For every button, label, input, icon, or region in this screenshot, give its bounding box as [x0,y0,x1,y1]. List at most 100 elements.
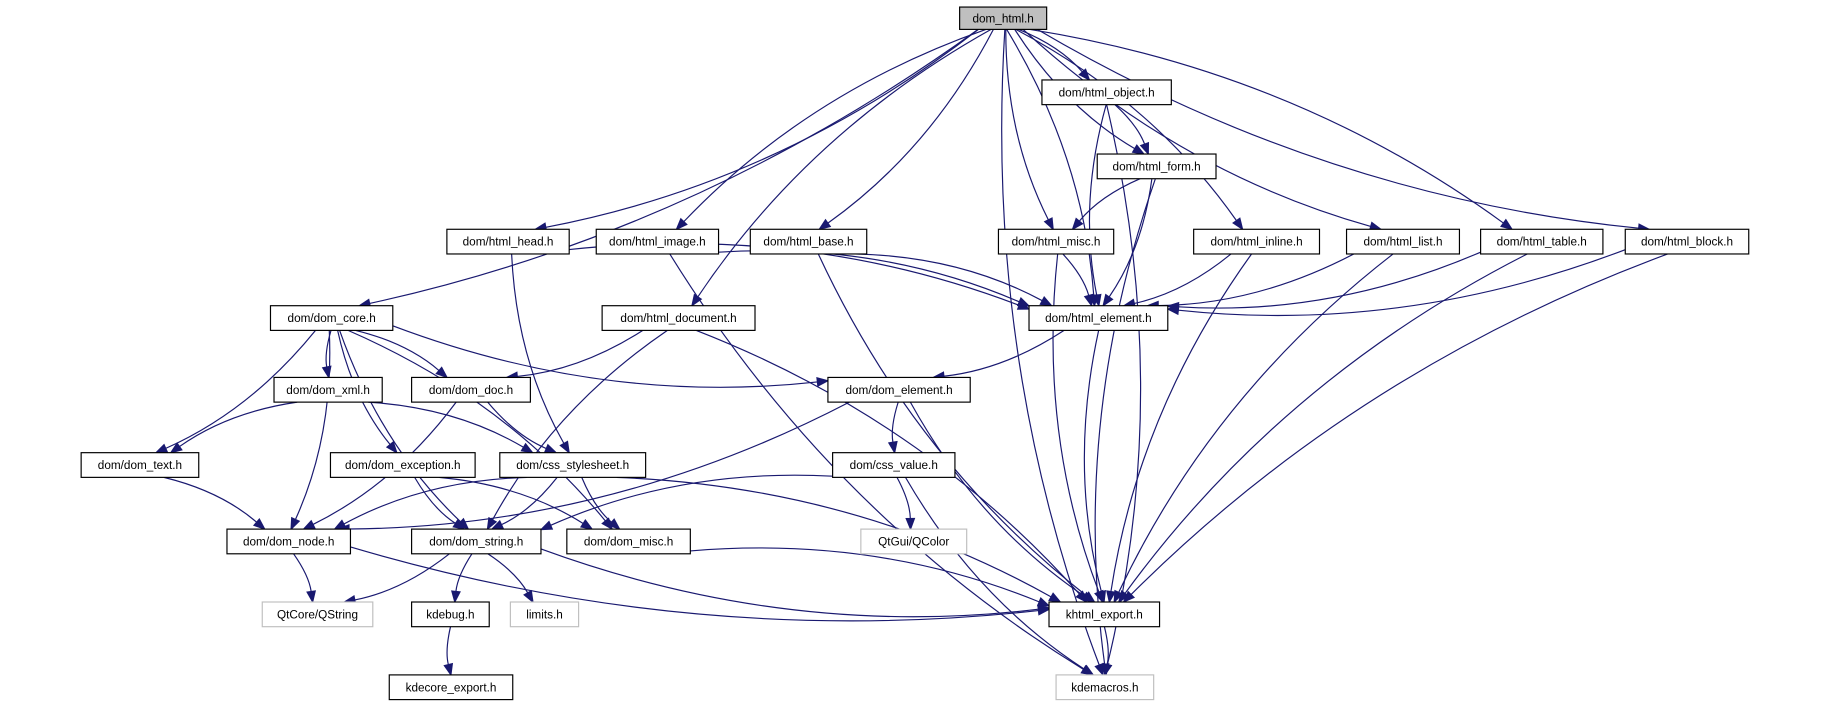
arrowhead-css_value-to-kdemacros [1081,664,1095,676]
arrowhead-css_value-to-dom_string [539,520,554,531]
node-html-list[interactable]: dom/html_list.h [1345,228,1461,255]
arrowhead-css_stylesheet-to-dom_node [333,519,347,530]
node-label: dom/dom_node.h [243,536,334,549]
arrowhead-dom_html-to-html_table [1500,218,1514,231]
edge-html_object-to-kdemacros [1106,104,1142,665]
arrowhead-dom_html-to-html_inline [1232,217,1244,231]
edge-dom_node-to-qstring [293,553,312,592]
node-label: kdemacros.h [1071,681,1138,694]
node-html-inline[interactable]: dom/html_inline.h [1193,228,1321,255]
node-dom-core[interactable]: dom/dom_core.h [269,305,394,331]
node-label: dom/html_base.h [763,236,853,249]
node-limits: limits.h [509,601,580,628]
node-box [269,305,394,331]
node-html-image[interactable]: dom/html_image.h [595,228,720,255]
node-html-document[interactable]: dom/html_document.h [601,305,756,331]
arrowhead-html_base-to-html_element [1039,296,1054,307]
edge-dom_exception-to-dom_misc [439,476,584,524]
arrowhead-css_stylesheet-to-dom_misc [607,518,621,531]
edge-html_base-to-html_element [855,253,1043,302]
edge-html_head-to-css_stylesheet [511,253,565,444]
node-box [509,601,580,628]
node-box [273,376,383,403]
node-label: dom/dom_text.h [98,459,182,472]
edge-css_stylesheet-to-dom_misc [581,477,612,523]
edge-khtml_export-to-kdemacros [1103,626,1109,665]
arrowhead-dom_html-to-html_misc [1043,217,1054,231]
arrowhead-html_misc-to-html_element [1083,293,1094,308]
arrowhead-html_list-to-khtml_export [1113,589,1124,604]
node-label: dom/dom_xml.h [286,384,370,397]
edge-dom_html-to-html_image [683,28,987,223]
node-box [1480,228,1604,255]
node-label: limits.h [526,608,563,621]
node-html-head[interactable]: dom/html_head.h [446,228,570,255]
arrowhead-dom_node-to-qstring [306,590,317,604]
node-dom-xml[interactable]: dom/dom_xml.h [273,376,383,403]
arrowhead-dom_doc-to-dom_node [302,519,316,530]
node-box [997,228,1115,255]
node-box [411,376,531,403]
node-kdecore-export[interactable]: kdecore_export.h [388,674,514,701]
edge-html_base-to-khtml_export [817,253,1087,596]
node-khtml-export[interactable]: khtml_export.h [1048,601,1161,628]
node-dom-element[interactable]: dom/dom_element.h [827,376,971,403]
node-dom-exception[interactable]: dom/dom_exception.h [329,452,476,478]
arrowhead-html_block-to-html_element [1166,305,1180,316]
node-kdebug[interactable]: kdebug.h [411,601,490,628]
node-label: dom/html_inline.h [1211,236,1303,249]
arrowhead-dom_html-to-html_image [675,217,688,231]
edge-kdebug-to-kdecore_export [446,626,452,665]
node-label: kdebug.h [426,608,474,621]
edge-html_element-to-khtml_export [1083,330,1102,592]
edge-dom_exception-to-dom_string [414,477,456,524]
node-box [1055,674,1155,701]
edge-html_misc-to-khtml_export [1052,253,1100,593]
edge-dom_html-to-html_table [1029,28,1504,224]
node-kdemacros: kdemacros.h [1055,674,1155,701]
node-box [388,674,514,701]
node-css-value[interactable]: dom/css_value.h [832,452,956,478]
node-dom-node[interactable]: dom/dom_node.h [226,528,352,555]
node-html-table[interactable]: dom/html_table.h [1480,228,1604,255]
edge-dom_string-to-qstring [354,553,450,601]
arrowhead-dom_text-to-dom_node [252,518,266,531]
edge-dom_node-to-khtml_export [350,546,1039,622]
node-dom-misc[interactable]: dom/dom_misc.h [566,528,691,555]
arrowhead-dom_string-to-kdebug [451,590,461,604]
node-label: dom/dom_element.h [845,384,952,397]
node-dom-text[interactable]: dom/dom_text.h [80,452,200,478]
edge-html_list-to-html_element [1158,253,1355,307]
node-html-object[interactable]: dom/html_object.h [1041,79,1172,106]
edge-html_inline-to-html_element [1134,253,1232,305]
node-dom-doc[interactable]: dom/dom_doc.h [411,376,531,403]
node-label: dom/dom_string.h [429,536,523,549]
node-html-base[interactable]: dom/html_base.h [749,228,868,255]
node-html-misc[interactable]: dom/html_misc.h [997,228,1115,255]
node-box [595,228,720,255]
arrowhead-dom_element-to-css_value [887,440,898,455]
node-html-element[interactable]: dom/html_element.h [1028,305,1169,331]
node-box [832,452,956,478]
edge-dom_element-to-css_value [891,401,899,443]
arrowhead-html_form-to-html_misc [1071,217,1084,231]
edge-dom_element-to-khtml_export [909,401,1085,597]
edge-dom_html-to-html_element [1006,29,1095,296]
node-dom-string[interactable]: dom/dom_string.h [411,528,542,555]
node-css-stylesheet[interactable]: dom/css_stylesheet.h [499,452,647,478]
node-label: dom/html_head.h [463,236,554,249]
arrowhead-dom_html-to-html_base [817,218,832,231]
node-html-form[interactable]: dom/html_form.h [1096,153,1217,180]
edge-html_form-to-html_element [1108,178,1153,298]
edge-html_form-to-html_misc [1078,178,1141,222]
node-dom-html[interactable]: dom_html.h [959,6,1048,30]
arrowhead-html_table-to-khtml_export [1117,590,1130,604]
edge-dom_html-to-html_misc [1005,29,1049,221]
node-label: khtml_export.h [1066,608,1143,621]
arrowhead-html_block-to-khtml_export [1122,590,1136,604]
edge-html_object-to-html_element [1088,104,1107,296]
arrowhead-khtml_export-to-kdemacros [1102,662,1113,677]
node-html-block[interactable]: dom/html_block.h [1624,228,1750,255]
arrowhead-html_image-to-html_element [1016,297,1031,307]
edge-html_form-to-kdemacros [1094,178,1156,665]
